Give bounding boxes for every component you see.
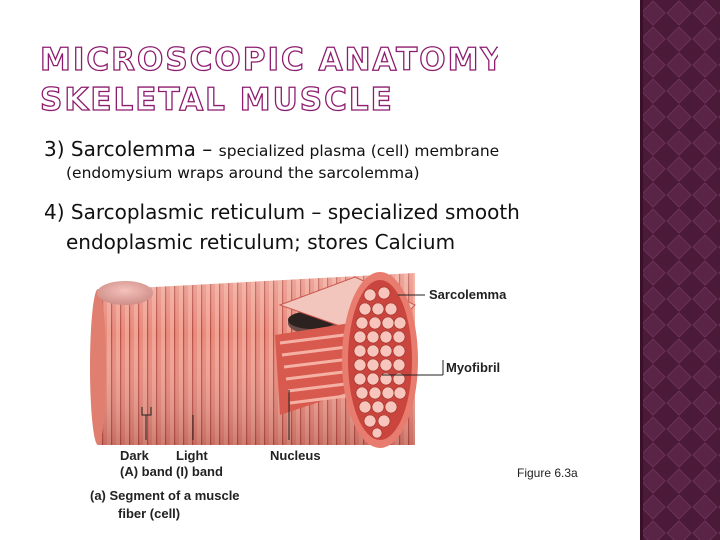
figure-caption-line-1: (a) Segment of a muscle: [90, 488, 240, 503]
label-dark-band-1: Dark: [120, 448, 150, 463]
bullet-sr-line-1: 4) Sarcoplasmic reticulum – specialized …: [44, 200, 520, 224]
diamond-pattern: [640, 0, 720, 540]
figure-caption-line-2: fiber (cell): [118, 506, 180, 521]
label-nucleus: Nucleus: [270, 448, 321, 463]
bullet-sr-line-2: endoplasmic reticulum; stores Calcium: [66, 230, 456, 254]
slide-title: MICROSCOPIC ANATOMY OF SKELETAL MUSCLE: [39, 41, 498, 118]
bullet-sarcoplasmic-reticulum: 4) Sarcoplasmic reticulum – specialized …: [44, 197, 624, 257]
label-dark-band-2: (A) band: [120, 464, 173, 479]
title-line-1: MICROSCOPIC ANATOMY OF: [40, 42, 498, 78]
bullet-sarcolemma-heading: 3) Sarcolemma –: [44, 137, 219, 161]
decorative-sidebar: [640, 0, 720, 540]
label-light-band-1: Light: [176, 448, 208, 463]
bullet-sarcolemma-sub: (endomysium wraps around the sarcolemma): [66, 164, 420, 182]
muscle-fiber-figure: Sarcolemma Myofibril Dark (A) band Light…: [90, 272, 578, 521]
nucleus-shape: [97, 281, 153, 305]
fiber-end-face: [342, 272, 418, 448]
figure-reference: Figure 6.3a: [517, 466, 578, 480]
label-light-band-2: (I) band: [176, 464, 223, 479]
label-sarcolemma: Sarcolemma: [429, 287, 507, 302]
title-line-2: SKELETAL MUSCLE: [40, 82, 394, 118]
bullet-sarcolemma-text: specialized plasma (cell) membrane: [218, 142, 500, 160]
label-myofibril: Myofibril: [446, 360, 500, 375]
bullet-sarcolemma: 3) Sarcolemma – specialized plasma (cell…: [44, 137, 499, 161]
